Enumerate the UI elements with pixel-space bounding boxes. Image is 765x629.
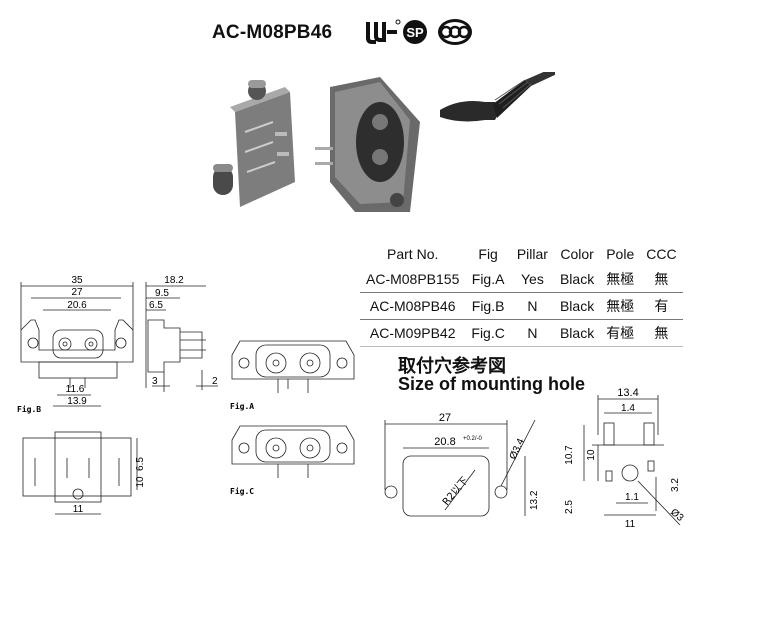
dim-pcb-1-4: 1.4	[621, 403, 635, 414]
dim-hole-radius: R2以下	[441, 475, 471, 508]
dim-11: 11	[73, 504, 84, 515]
fig-b-label: Fig.B	[17, 404, 41, 414]
dim-pcb-3-2: 3.2	[670, 478, 681, 492]
side-view-drawing: 18.2 9.5 6.5 3 2	[145, 275, 218, 392]
dim-hole-20-8: 20.8	[434, 436, 455, 448]
col-ccc: CCC	[646, 246, 677, 262]
cell: AC-M09PB42	[360, 319, 466, 347]
cell: 無極	[600, 292, 641, 320]
dim-13-9: 13.9	[67, 396, 87, 407]
cell: Black	[553, 292, 601, 320]
dim-pcb-1-1: 1.1	[625, 492, 639, 503]
table-row: AC-M09PB42 Fig.C N Black 有極 無	[360, 319, 683, 347]
dim-pcb-10: 10	[586, 449, 597, 461]
fig-a-drawing: Fig.A	[230, 340, 355, 411]
cell: N	[510, 292, 554, 320]
page-title: AC-M08PB46	[212, 22, 333, 43]
dim-h-10: 10	[135, 476, 146, 488]
dim-hole-tolerance: +0.2/-0	[463, 436, 483, 442]
cell: Black	[553, 319, 601, 347]
col-part-no: Part No.	[387, 246, 439, 262]
cell: 有極	[600, 319, 641, 347]
dim-pcb-10-7: 10.7	[564, 445, 575, 465]
dim-2: 2	[212, 376, 218, 387]
cell: Yes	[510, 266, 554, 293]
cable-plug-photo	[440, 72, 555, 122]
cell: 無	[640, 319, 683, 347]
mounting-title-cn: 取付穴参考図	[398, 356, 506, 377]
col-pole: Pole	[606, 246, 635, 262]
svg-text:SP: SP	[406, 25, 424, 40]
cell: Black	[553, 266, 601, 293]
table-row: AC-M08PB46 Fig.B N Black 無極 有	[360, 292, 683, 320]
cell: AC-M08PB155	[360, 266, 466, 293]
ul-recognized-icon	[366, 19, 401, 44]
fig-c-drawing: Fig.C	[230, 425, 355, 496]
inlet-front-photo	[315, 77, 420, 212]
dim-pcb-11: 11	[625, 519, 636, 530]
dim-pcb-2-5: 2.5	[564, 500, 575, 514]
pcb-hole-drawing: 13.4 1.4 10.7 10 3.2 1.1 2.5 11 Ø3	[564, 387, 686, 530]
ccc-icon	[438, 19, 472, 45]
cell: Fig.B	[465, 292, 511, 320]
fig-b-bottom-drawing: 11 6.5 10	[22, 431, 146, 515]
dim-9-5: 9.5	[155, 288, 169, 299]
cell: N	[510, 319, 554, 347]
dim-pcb-13-4: 13.4	[617, 387, 638, 399]
dim-hole-13-2: 13.2	[529, 490, 540, 510]
fig-a-label: Fig.A	[230, 401, 254, 411]
csa-icon: SP	[403, 20, 427, 44]
col-color: Color	[560, 246, 594, 262]
cell: Fig.C	[465, 319, 511, 347]
col-pillar: Pillar	[516, 246, 548, 262]
inlet-back-photo	[213, 80, 295, 207]
fig-b-front-drawing: 35 27 20.6 11.6 13.9 Fig.B	[17, 275, 134, 414]
dim-pcb-dia: Ø3	[668, 507, 686, 524]
spec-table: Part No. Fig Pillar Color Pole CCC AC-M0…	[360, 244, 683, 347]
fig-c-label: Fig.C	[230, 486, 254, 496]
product-photos	[213, 72, 555, 212]
col-fig: Fig	[478, 246, 498, 262]
cell: AC-M08PB46	[360, 292, 466, 320]
mounting-hole-drawing: 27 20.8 Ø3.4 R2以下 13.2 +0.2/-0	[384, 412, 540, 517]
dim-20-6: 20.6	[67, 300, 87, 311]
cell: 有	[640, 292, 683, 320]
dim-18-2: 18.2	[164, 275, 184, 286]
dim-27: 27	[71, 287, 83, 298]
cell: 無	[640, 266, 683, 293]
dim-hole-27: 27	[439, 412, 451, 424]
dim-6-5: 6.5	[149, 300, 163, 311]
mounting-title-en: Size of mounting hole	[398, 374, 585, 394]
dim-h-6-5: 6.5	[135, 457, 146, 471]
spec-table-header: Part No. Fig Pillar Color Pole CCC	[360, 244, 683, 266]
dim-35: 35	[71, 275, 83, 286]
table-row: AC-M08PB155 Fig.A Yes Black 無極 無	[360, 266, 683, 293]
dim-11-6: 11.6	[66, 384, 85, 395]
dim-3: 3	[152, 376, 158, 387]
cell: 無極	[600, 266, 641, 293]
certification-marks: SP	[366, 19, 472, 45]
cell: Fig.A	[465, 266, 511, 293]
